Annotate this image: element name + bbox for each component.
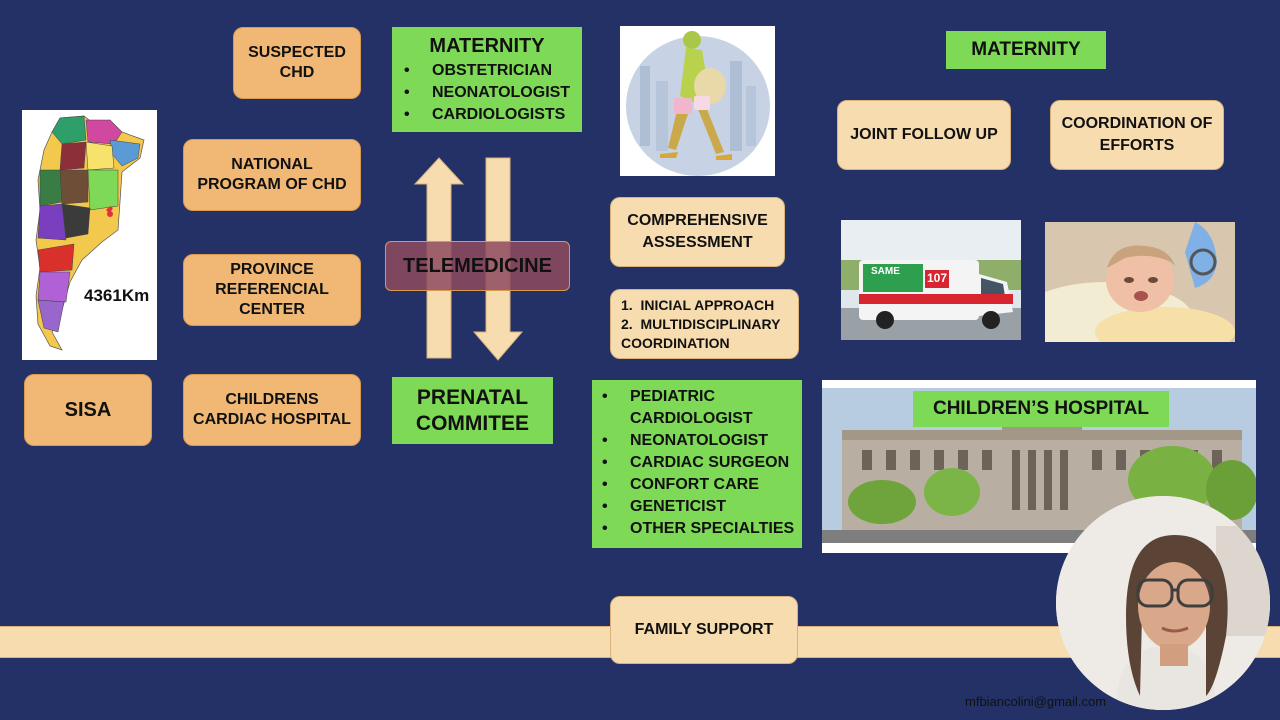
specialist-item: NEONATOLOGIST bbox=[602, 430, 802, 452]
childrens-hospital-title: CHILDREN’S HOSPITAL bbox=[932, 398, 1150, 419]
ambulance-number: 107 bbox=[927, 271, 948, 285]
presenter-webcam bbox=[1056, 496, 1270, 710]
approach-box: 1. INICIAL APPROACH 2. MULTIDISCIPLINARY… bbox=[610, 289, 799, 359]
newborn-photo bbox=[1045, 222, 1235, 342]
presenter-email: mfbiancolini@gmail.com bbox=[965, 694, 1107, 709]
childrens-cardiac-label: CHILDRENS CARDIAC HOSPITAL bbox=[193, 391, 351, 428]
specialists-box: PEDIATRIC CARDIOLOGIST NEONATOLOGIST CAR… bbox=[592, 380, 802, 548]
prenatal-line1: PRENATAL bbox=[416, 385, 529, 409]
maternity-team-item: OBSTETRICIAN bbox=[404, 60, 582, 82]
approach-item-1: 1. INICIAL APPROACH bbox=[621, 297, 775, 313]
childrens-cardiac-box: CHILDRENS CARDIAC HOSPITAL bbox=[183, 374, 361, 446]
suspected-chd-label: SUSPECTED CHD bbox=[248, 44, 346, 81]
ambulance-photo: SAME 107 bbox=[841, 220, 1021, 340]
specialist-item: PEDIATRIC CARDIOLOGIST bbox=[602, 386, 802, 430]
province-center-box: PROVINCE REFERENCIAL CENTER bbox=[183, 254, 361, 326]
pregnant-woman-illustration bbox=[620, 26, 775, 176]
maternity-team-list: OBSTETRICIAN NEONATOLOGIST CARDIOLOGISTS bbox=[392, 60, 582, 126]
prenatal-committee-box: PRENATAL COMMITEE bbox=[392, 377, 553, 444]
province-center-label: PROVINCE REFERENCIAL CENTER bbox=[215, 261, 329, 318]
argentina-map: 4361Km bbox=[22, 110, 157, 360]
specialist-item: CONFORT CARE bbox=[602, 474, 802, 496]
childrens-hospital-title-box: CHILDREN’S HOSPITAL bbox=[913, 391, 1169, 427]
national-program-box: NATIONAL PROGRAM OF CHD bbox=[183, 139, 361, 211]
maternity-team-box: MATERNITY OBSTETRICIAN NEONATOLOGIST CAR… bbox=[392, 27, 582, 132]
sisa-box: SISA bbox=[24, 374, 152, 446]
maternity-right-box: MATERNITY bbox=[946, 31, 1106, 69]
ambulance-brand: SAME bbox=[871, 266, 900, 277]
maternity-team-item: NEONATOLOGIST bbox=[404, 82, 582, 104]
family-support-label: FAMILY SUPPORT bbox=[634, 621, 774, 639]
joint-follow-up-label: JOINT FOLLOW UP bbox=[850, 126, 998, 144]
map-distance-label: 4361Km bbox=[84, 286, 150, 305]
specialist-text: PEDIATRIC CARDIOLOGIST bbox=[630, 388, 753, 427]
approach-item-2b: COORDINATION bbox=[621, 335, 730, 351]
sisa-label: SISA bbox=[64, 398, 112, 421]
maternity-team-title: MATERNITY bbox=[429, 35, 545, 57]
maternity-right-label: MATERNITY bbox=[971, 39, 1081, 60]
national-program-label: NATIONAL PROGRAM OF CHD bbox=[197, 156, 347, 193]
approach-item-2: 2. MULTIDISCIPLINARY bbox=[621, 316, 781, 332]
coordination-box: COORDINATION OF EFFORTS bbox=[1050, 100, 1224, 170]
suspected-chd-box: SUSPECTED CHD bbox=[233, 27, 361, 99]
specialists-list: PEDIATRIC CARDIOLOGIST NEONATOLOGIST CAR… bbox=[592, 386, 802, 540]
joint-follow-up-box: JOINT FOLLOW UP bbox=[837, 100, 1011, 170]
telemedicine-label: TELEMEDICINE bbox=[403, 254, 552, 277]
telemedicine-box: TELEMEDICINE bbox=[385, 241, 570, 291]
family-support-box: FAMILY SUPPORT bbox=[610, 596, 798, 664]
comprehensive-assessment-box: COMPREHENSIVE ASSESSMENT bbox=[610, 197, 785, 267]
specialist-item: CARDIAC SURGEON bbox=[602, 452, 802, 474]
prenatal-line2: COMMITEE bbox=[415, 411, 530, 435]
specialist-item: GENETICIST bbox=[602, 496, 802, 518]
coordination-label: COORDINATION OF EFFORTS bbox=[1061, 115, 1213, 154]
maternity-team-item: CARDIOLOGISTS bbox=[404, 104, 582, 126]
comprehensive-assessment-label: COMPREHENSIVE ASSESSMENT bbox=[627, 212, 768, 251]
specialist-item: OTHER SPECIALTIES bbox=[602, 518, 802, 540]
